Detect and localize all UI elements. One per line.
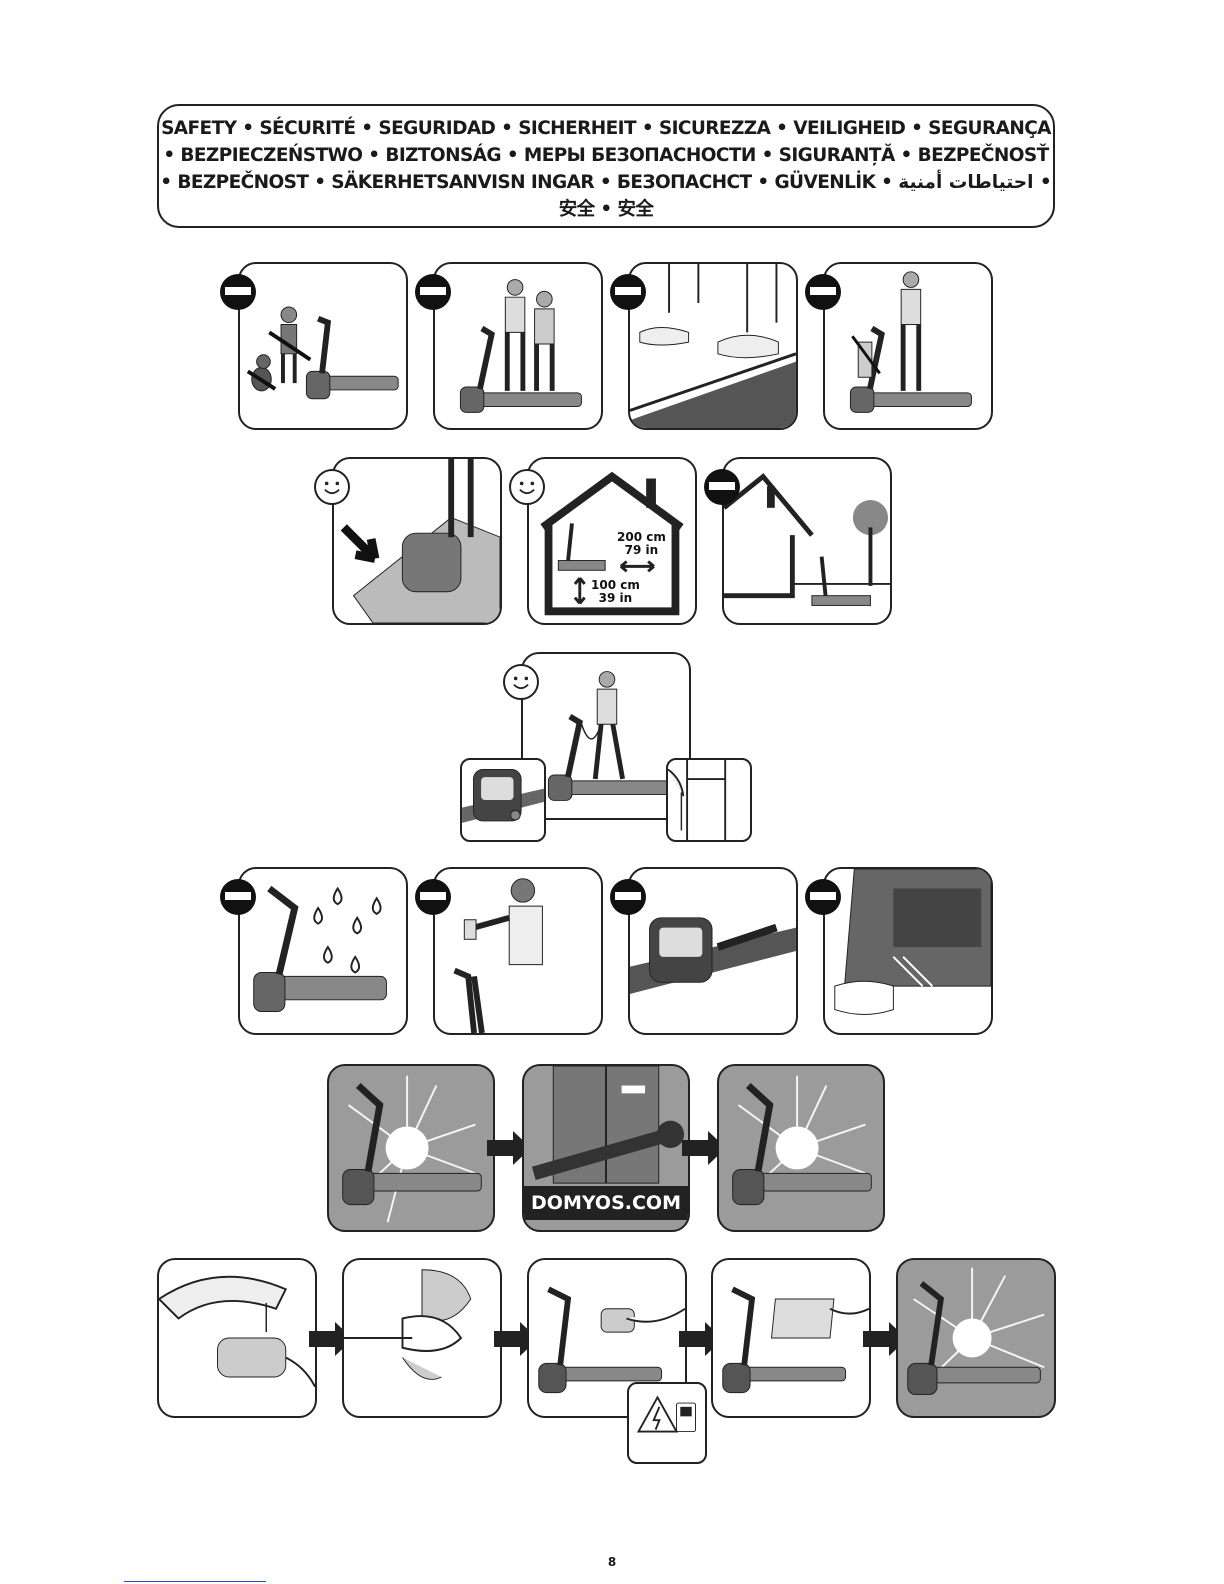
panel-no-loose-items (823, 262, 993, 430)
panel-wet-sponge (157, 1258, 317, 1418)
inset-unplug (627, 1382, 707, 1464)
panel-no-outdoor-use (722, 457, 892, 625)
side-clearance-label: 100 cm 39 in (591, 579, 640, 605)
smiley-icon (509, 469, 545, 505)
clean-shiny-treadmill-illustration (898, 1260, 1054, 1416)
console-illustration (462, 760, 544, 840)
panel-no-fingers-motor (823, 867, 993, 1035)
title-line-2: • BEZPIECZEŃSTWO • BIZTONSÁG • МЕРЫ БЕЗО… (159, 142, 1053, 169)
panel-dry-treadmill (711, 1258, 871, 1418)
no-entry-icon (610, 274, 646, 310)
treadmill-on-mat-illustration (334, 459, 500, 623)
dry-cloth-illustration (713, 1260, 869, 1416)
panel-damaged-treadmill (327, 1064, 495, 1232)
shiny-treadmill-illustration (719, 1066, 883, 1230)
inset-console-key (460, 758, 546, 842)
panel-no-liquids (433, 867, 603, 1035)
outdoor-treadmill-illustration (724, 459, 890, 623)
water-drops-illustration (240, 869, 406, 1033)
no-entry-icon (704, 469, 740, 505)
panel-no-objects-console (628, 867, 798, 1035)
panel-wring-sponge (342, 1258, 502, 1418)
panel-no-children-pets (238, 262, 408, 430)
two-users-illustration (435, 264, 601, 428)
children-pets-illustration (240, 264, 406, 428)
title-line-3: • BEZPEČNOST • SÄKERHETSANVISN INGAR • Б… (159, 169, 1053, 196)
panel-clean-result (896, 1258, 1056, 1418)
no-entry-icon (610, 879, 646, 915)
inset-waist-clip (666, 758, 752, 842)
user-with-towel-illustration (825, 264, 991, 428)
title-line-1: SAFETY • SÉCURITÉ • SEGURIDAD • SICHERHE… (159, 115, 1053, 142)
no-entry-icon (220, 879, 256, 915)
domyos-website: DOMYOS.COM (524, 1186, 688, 1220)
front-clearance-label: 200 cm 79 in (617, 531, 666, 557)
side-clearance-in: 39 in (591, 592, 640, 605)
panel-service-technician: DOMYOS.COM (522, 1064, 690, 1232)
no-entry-icon (415, 879, 451, 915)
safety-title-box: SAFETY • SÉCURITÉ • SEGURIDAD • SICHERHE… (157, 104, 1055, 228)
spilling-drink-illustration (435, 869, 601, 1033)
title-line-4: 安全 • 安全 (159, 196, 1053, 223)
broken-treadmill-illustration (329, 1066, 493, 1230)
clip-on-clothing-illustration (668, 760, 750, 840)
no-entry-icon (805, 879, 841, 915)
panel-shoes-required (628, 262, 798, 430)
front-clearance-in: 79 in (617, 544, 666, 557)
panel-no-moisture (238, 867, 408, 1035)
page-number: 8 (0, 1555, 1224, 1569)
motor-cover-illustration (825, 869, 991, 1033)
smiley-icon (314, 469, 350, 505)
squeeze-sponge-illustration (344, 1260, 500, 1416)
console-tampering-illustration (630, 869, 796, 1033)
tap-sponge-illustration (159, 1260, 315, 1416)
no-entry-icon (220, 274, 256, 310)
no-entry-icon (805, 274, 841, 310)
no-entry-icon (415, 274, 451, 310)
switch-off-illustration (629, 1384, 705, 1462)
feet-on-belt-illustration (630, 264, 796, 428)
footer-rule (124, 1581, 266, 1582)
panel-repaired-treadmill (717, 1064, 885, 1232)
panel-use-mat (332, 457, 502, 625)
smiley-icon (503, 664, 539, 700)
user-with-safety-clip-illustration (523, 654, 689, 818)
panel-clear-space: 200 cm 79 in 100 cm 39 in (527, 457, 697, 625)
panel-one-user-only (433, 262, 603, 430)
